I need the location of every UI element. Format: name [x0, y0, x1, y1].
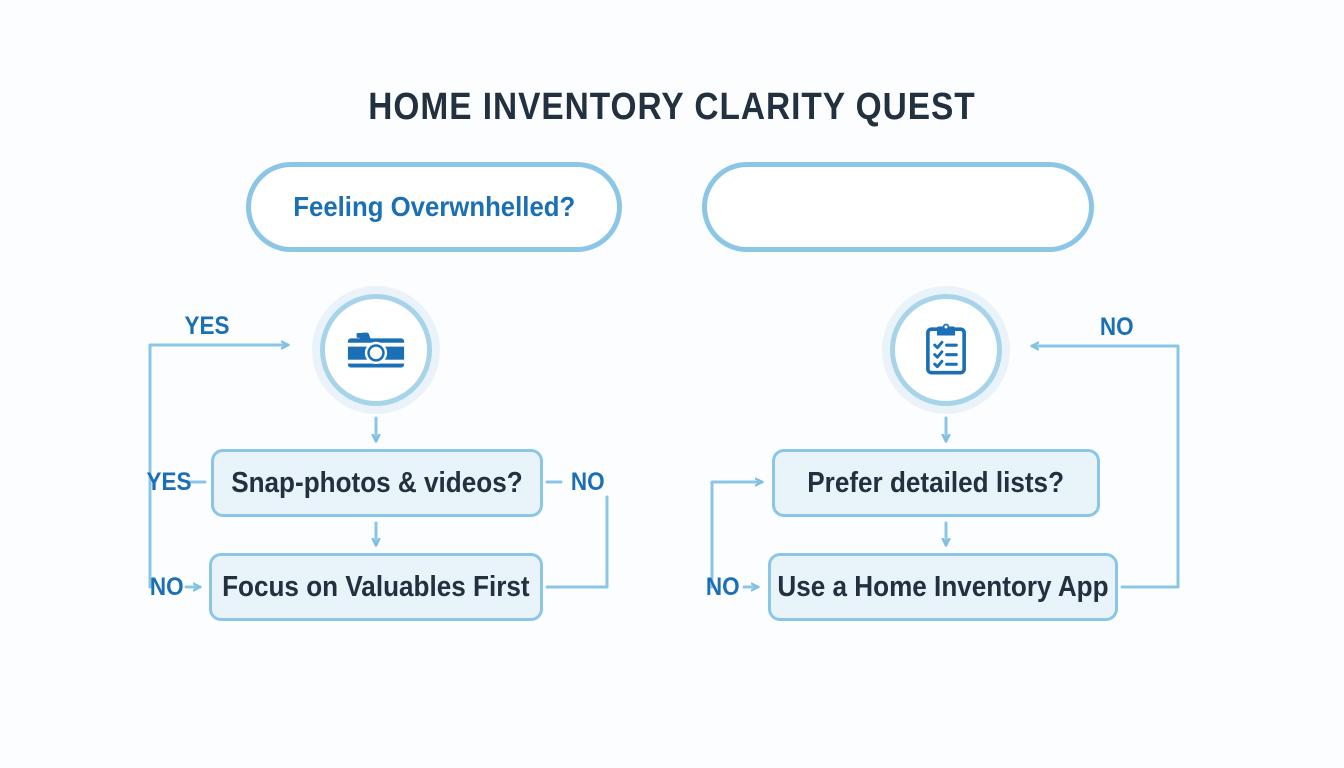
decision-snap-photos[interactable]: Snap-photos & videos? — [211, 449, 543, 517]
camera-icon — [347, 332, 405, 368]
outcome-inventory-app-label: Use a Home Inventory App — [777, 570, 1109, 603]
outcome-inventory-app[interactable]: Use a Home Inventory App — [768, 553, 1118, 621]
edge-label-no-left-bottom: NO — [149, 573, 184, 601]
icon-ring — [890, 294, 1002, 406]
pill-left-label: Feeling Overwnhelled? — [292, 191, 575, 222]
outcome-focus-valuables-label: Focus on Valuables First — [222, 570, 530, 603]
edge-label-no-snap-right: NO — [570, 468, 605, 496]
outcome-focus-valuables[interactable]: Focus on Valuables First — [209, 553, 543, 621]
edge-label-no-right-bottom: NO — [705, 573, 740, 601]
decision-prefer-lists-label: Prefer detailed lists? — [807, 466, 1065, 499]
clipboard-icon-node[interactable] — [882, 286, 1010, 414]
icon-ring — [320, 294, 432, 406]
edge-label-yes-top: YES — [184, 312, 230, 340]
page-title: HOME INVENTORY CLARITY QUEST — [368, 86, 976, 128]
decision-prefer-lists[interactable]: Prefer detailed lists? — [772, 449, 1100, 517]
edge-label-no-return-top: NO — [1099, 313, 1134, 341]
pill-empty-right[interactable] — [702, 162, 1094, 252]
pill-feeling-overwhelmed[interactable]: Feeling Overwnhelled? — [246, 162, 622, 252]
decision-snap-photos-label: Snap-photos & videos? — [231, 466, 523, 499]
clipboard-checklist-icon — [926, 323, 966, 375]
camera-icon-node[interactable] — [312, 286, 440, 414]
edge-label-yes-mid: YES — [146, 468, 192, 496]
